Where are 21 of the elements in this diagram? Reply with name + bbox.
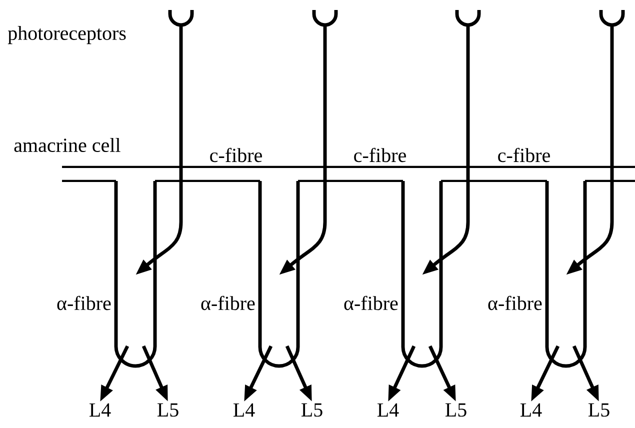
layer-label: L4	[377, 403, 399, 417]
layer-label: L4	[233, 403, 255, 417]
photoreceptor-cup	[168, 10, 194, 27]
label: photoreceptors	[8, 26, 126, 44]
layer-label: L5	[588, 403, 610, 417]
photoreceptor-cup	[599, 10, 625, 27]
label: amacrine cell	[14, 138, 120, 152]
layer-label: L4	[89, 403, 111, 417]
layer-label: L5	[445, 403, 466, 417]
fibre-label: α-fibre	[201, 296, 255, 310]
photoreceptor-cup	[455, 10, 481, 27]
fibre-label: α-fibre	[344, 296, 398, 310]
fibre-label: α-fibre	[57, 296, 111, 310]
photoreceptor-cup	[312, 10, 338, 27]
label: c-fibre	[210, 148, 262, 162]
label: c-fibre	[498, 148, 550, 162]
label: c-fibre	[354, 148, 406, 162]
fibre-label: α-fibre	[488, 296, 542, 310]
layer-label: L5	[157, 403, 178, 417]
layer-label: L5	[301, 403, 322, 417]
layer-label: L4	[520, 403, 542, 417]
